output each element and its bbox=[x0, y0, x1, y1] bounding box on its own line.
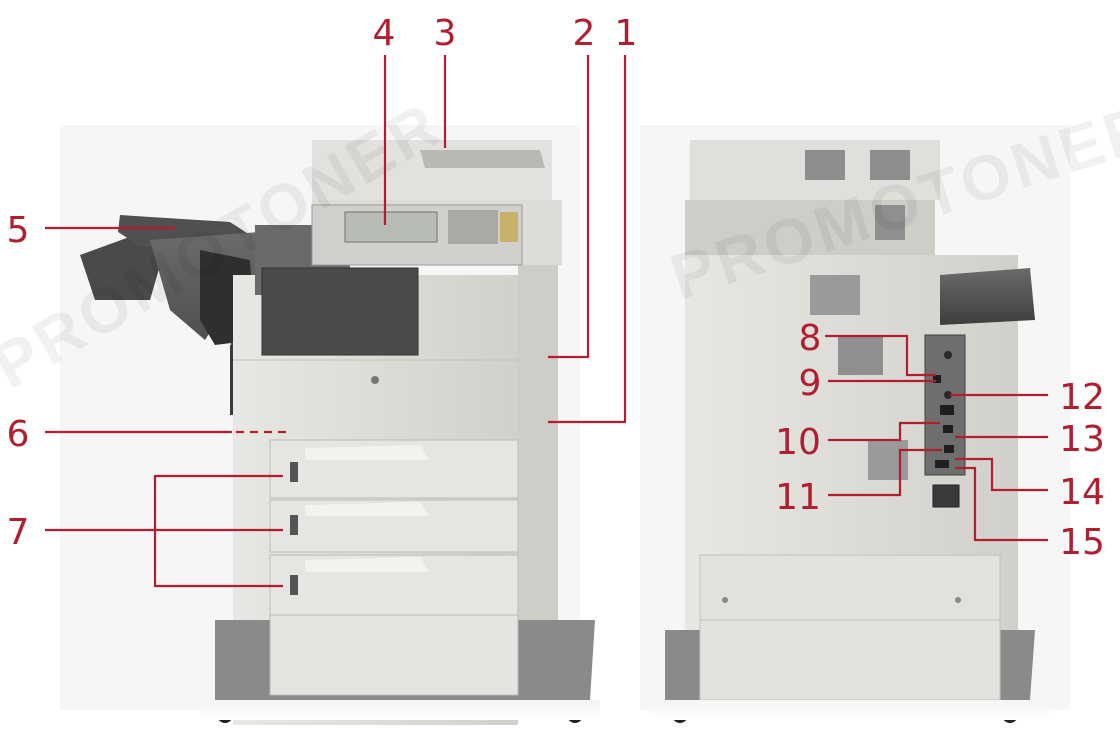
callout-9: 9 bbox=[799, 363, 822, 404]
callout-7: 7 bbox=[7, 512, 30, 553]
leader-14 bbox=[955, 457, 1048, 492]
leader-10 bbox=[828, 421, 940, 442]
leader-2 bbox=[548, 55, 590, 359]
callout-4: 4 bbox=[373, 13, 396, 54]
leader-15 bbox=[955, 466, 1048, 542]
front-door-logo bbox=[371, 376, 379, 384]
callout-lines bbox=[45, 55, 1048, 588]
callout-labels: 1 2 3 4 5 6 7 8 9 10 11 12 13 14 15 bbox=[7, 13, 1105, 563]
callout-15: 15 bbox=[1059, 522, 1105, 563]
rear-vent-top bbox=[810, 275, 860, 315]
callout-10: 10 bbox=[775, 422, 821, 463]
printer-right-side bbox=[518, 250, 558, 670]
callout-1: 1 bbox=[615, 13, 638, 54]
callout-11: 11 bbox=[775, 477, 821, 518]
rear-vent-bottom bbox=[868, 440, 908, 480]
leader-8 bbox=[825, 334, 936, 377]
rear-finisher bbox=[940, 268, 1035, 325]
callout-6: 6 bbox=[7, 414, 30, 455]
printer-front-view bbox=[80, 140, 600, 725]
rear-vent-middle bbox=[838, 335, 883, 375]
callout-13: 13 bbox=[1059, 419, 1105, 460]
paper-trays bbox=[269, 439, 519, 616]
power-connector bbox=[932, 484, 960, 508]
start-key bbox=[500, 212, 518, 242]
document-feeder-tray bbox=[420, 150, 545, 168]
leader-1 bbox=[548, 55, 627, 424]
callout-8: 8 bbox=[799, 318, 822, 359]
callout-5: 5 bbox=[7, 210, 30, 251]
upper-door-window bbox=[261, 267, 419, 356]
leader-11 bbox=[828, 448, 942, 497]
callout-2: 2 bbox=[573, 13, 596, 54]
control-panel bbox=[311, 204, 523, 266]
rear-interface-panel bbox=[924, 334, 966, 508]
keypad bbox=[448, 210, 498, 244]
callout-12: 12 bbox=[1059, 377, 1105, 418]
callout-3: 3 bbox=[434, 13, 457, 54]
callout-14: 14 bbox=[1059, 472, 1105, 513]
printer-rear-view bbox=[650, 140, 1050, 723]
control-panel-display bbox=[344, 211, 438, 243]
